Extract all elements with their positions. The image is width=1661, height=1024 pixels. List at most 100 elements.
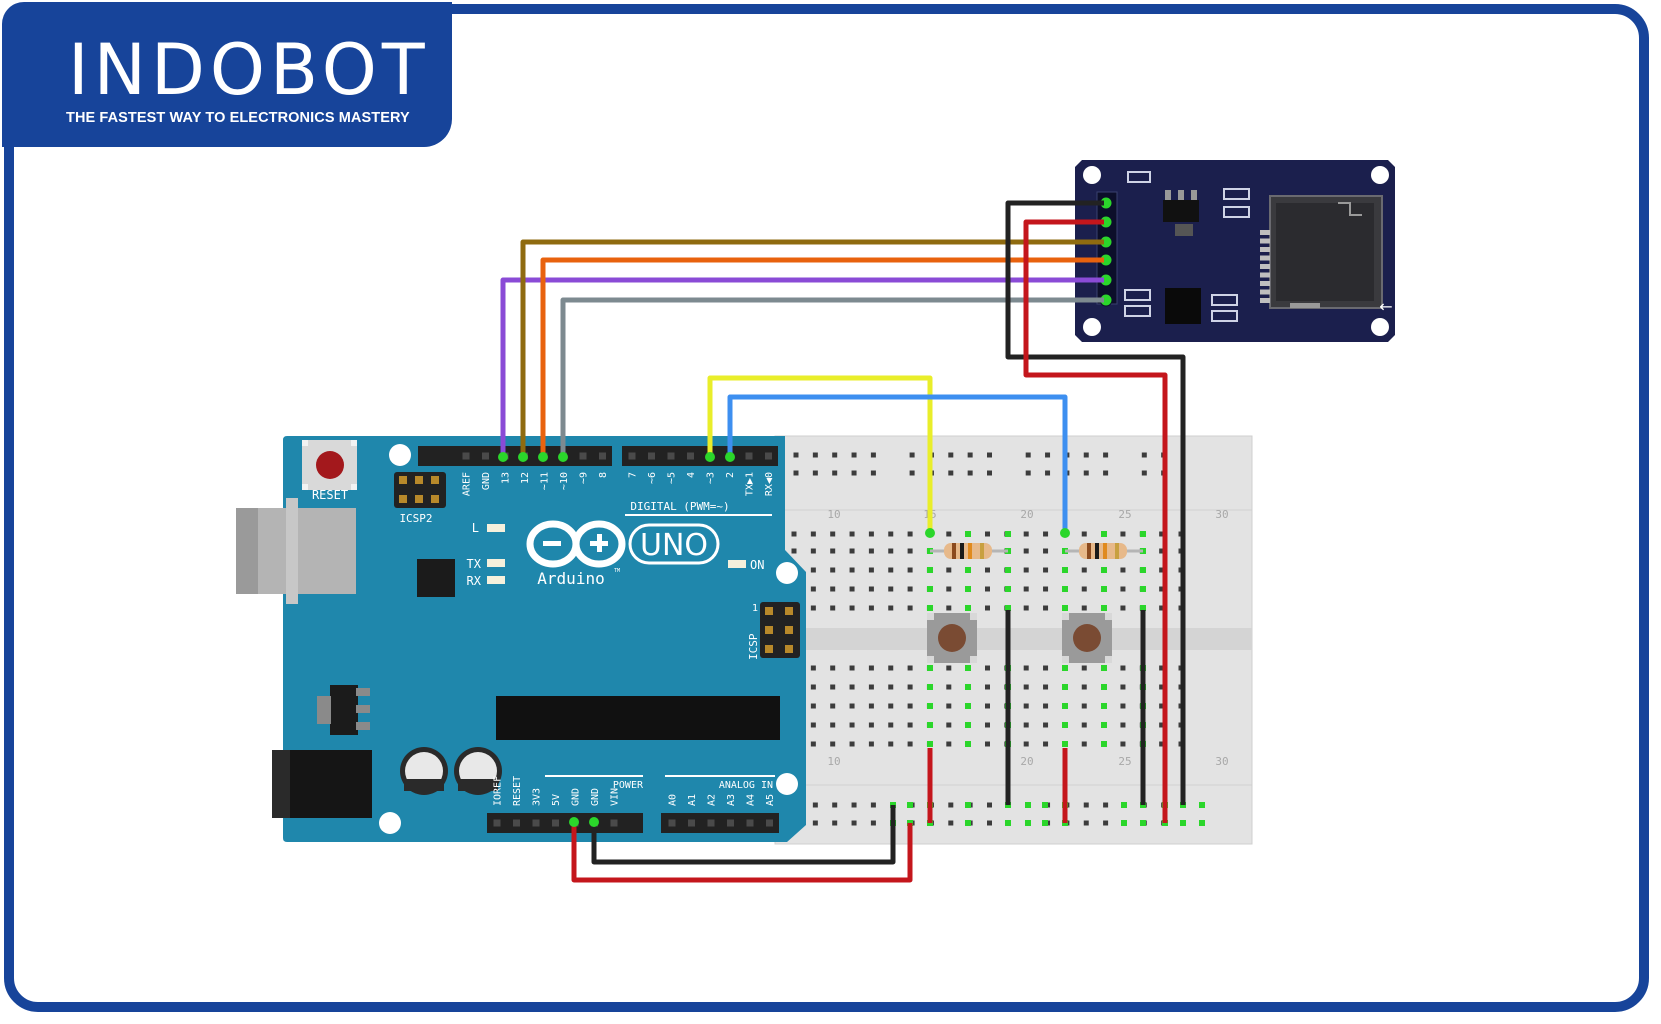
breadboard-hole (888, 703, 894, 709)
header-pin-label: ~6 (647, 472, 658, 484)
capacitor (400, 747, 448, 795)
header-pin-label: 4 (686, 472, 697, 478)
breadboard-hole (849, 741, 855, 747)
digital-header-right (622, 446, 778, 466)
breadboard-hole (791, 531, 797, 537)
wire-button1-signal (707, 375, 933, 533)
wire-button2-signal (727, 394, 1068, 533)
breadboard-hole (1120, 684, 1126, 690)
breadboard-hole (1023, 684, 1029, 690)
breadboard-hole (907, 722, 913, 728)
breadboard-hole (888, 722, 894, 728)
breadboard-hole (868, 548, 874, 554)
breadboard-hole (1120, 567, 1126, 573)
header-pin (648, 452, 655, 460)
mounting-hole (379, 812, 401, 834)
breadboard-hole (849, 567, 855, 573)
breadboard-hole (1023, 722, 1029, 728)
rail-hole (987, 820, 992, 826)
header-pin (482, 452, 489, 460)
micro-sd-slot (1269, 195, 1383, 309)
breadboard-hole (907, 548, 913, 554)
breadboard-hole (1159, 605, 1165, 611)
sd-slot-contact (1260, 272, 1270, 278)
breadboard-hole (810, 741, 816, 747)
breadboard-hole (907, 531, 913, 537)
analog-in-label: ANALOG IN (719, 780, 773, 791)
breadboard-hole (1023, 586, 1029, 592)
breadboard-hole (810, 567, 816, 573)
breadboard-hole (810, 548, 816, 554)
brand-banner: INDOBOT THE FASTEST WAY TO ELECTRONICS M… (2, 2, 452, 147)
push-button[interactable] (1062, 613, 1112, 663)
breadboard-hole (1120, 703, 1126, 709)
wire-sd-sck (520, 239, 1104, 457)
breadboard-hole (1120, 605, 1126, 611)
header-pin-label: ~5 (667, 472, 678, 484)
breadboard-hole (810, 703, 816, 709)
wire-endpoint (569, 817, 579, 827)
breadboard-hole (907, 703, 913, 709)
led-on (728, 560, 746, 568)
connected-hole (927, 605, 933, 611)
breadboard-hole (1023, 665, 1029, 671)
breadboard-hole (1120, 722, 1126, 728)
reset-button[interactable] (302, 440, 357, 490)
connected-hole (1101, 684, 1107, 690)
breadboard-hole (946, 684, 952, 690)
header-pin (766, 819, 773, 827)
breadboard-hole (830, 548, 836, 554)
breadboard-hole (888, 531, 894, 537)
breadboard-hole (946, 605, 952, 611)
wire-endpoint (1060, 528, 1070, 538)
arduino-infinity-logo (526, 520, 626, 568)
connected-hole (965, 586, 971, 592)
connected-hole (927, 703, 933, 709)
breadboard-hole (868, 703, 874, 709)
breadboard-hole (888, 548, 894, 554)
rail-hole (812, 802, 818, 808)
sd-card-module: ← (1075, 160, 1395, 342)
breadboard-hole (1043, 548, 1049, 554)
breadboard-hole (1159, 531, 1165, 537)
wire-endpoint (498, 452, 508, 462)
header-pin-label: IOREF (493, 776, 504, 806)
breadboard-hole (1043, 567, 1049, 573)
connected-hole (1101, 605, 1107, 611)
rail-hole (909, 470, 915, 476)
breadboard-hole (1043, 586, 1049, 592)
connected-hole (1101, 703, 1107, 709)
connected-rail-hole (1121, 802, 1127, 808)
wire-gnd (591, 805, 896, 865)
mounting-hole (1371, 166, 1389, 184)
breadboard-hole (985, 722, 990, 728)
column-number-20: 20 (1020, 508, 1033, 521)
connected-hole (965, 605, 971, 611)
breadboard-hole (1023, 605, 1029, 611)
rail-hole (832, 820, 838, 826)
breadboard-hole (1159, 722, 1165, 728)
breadboard-hole (946, 567, 952, 573)
connected-hole (965, 684, 971, 690)
breadboard-hole (985, 684, 990, 690)
connected-hole (965, 567, 971, 573)
header-pin-label: ~3 (706, 472, 717, 484)
rail-hole (1045, 452, 1051, 458)
connected-rail-hole (1025, 802, 1031, 808)
column-number-10-bottom: 10 (827, 755, 840, 768)
resistor (1065, 543, 1143, 559)
connected-rail-hole (1042, 820, 1048, 826)
connected-hole (1005, 567, 1011, 573)
uno-logo-border (628, 523, 720, 565)
resistor (930, 543, 1008, 559)
mounting-hole (776, 773, 798, 795)
push-button[interactable] (927, 613, 977, 663)
atmega-chip (496, 696, 780, 740)
led-tx (487, 559, 505, 567)
breadboard-hole (868, 531, 874, 537)
breadboard-hole (946, 722, 952, 728)
rail-hole (987, 802, 992, 808)
breadboard-hole (1159, 741, 1165, 747)
rail-hole (1141, 452, 1147, 458)
breadboard-hole (1120, 741, 1126, 747)
